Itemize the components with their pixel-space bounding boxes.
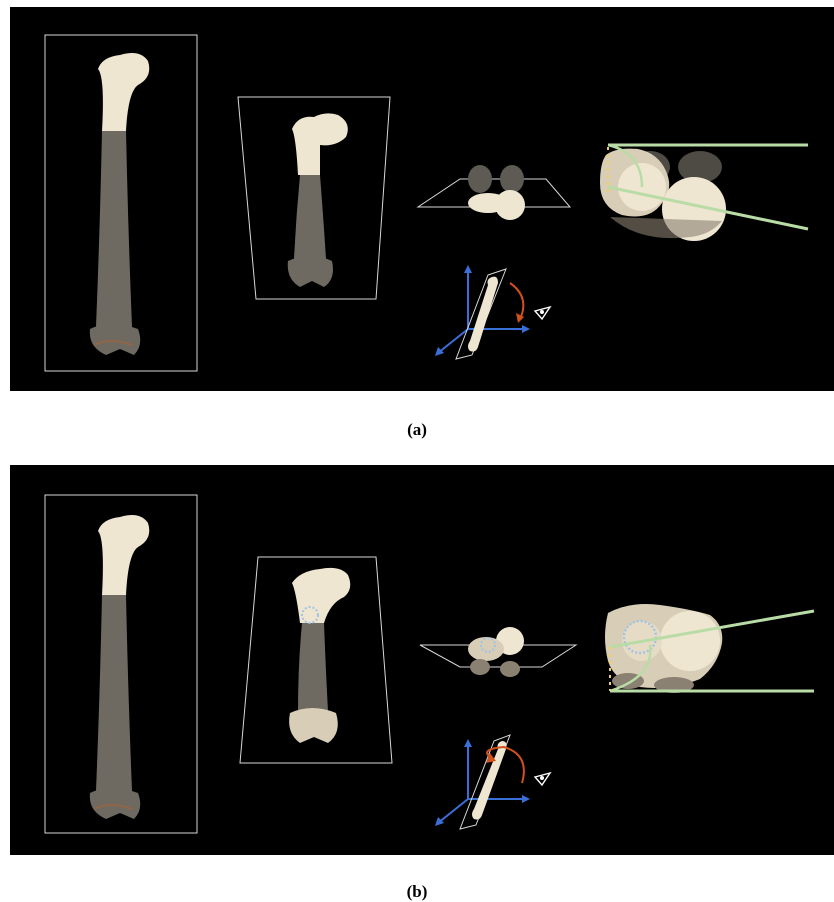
- axis-triad-icon: [435, 265, 530, 359]
- axis-triad-icon: [435, 735, 530, 829]
- enlarged-axial-femur: [600, 149, 726, 241]
- full-femur: [90, 53, 149, 355]
- eye-icon: [535, 773, 550, 785]
- enlarged-axial-femur: [605, 604, 722, 693]
- caption-a: (a): [0, 420, 834, 440]
- panel-a-graphic: [10, 7, 834, 391]
- panel-b-graphic: [10, 465, 834, 855]
- panel-a: [10, 7, 834, 391]
- caption-b: (b): [0, 882, 834, 902]
- panel-b: [10, 465, 834, 855]
- full-femur: [90, 515, 149, 819]
- axial-femur: [468, 627, 524, 677]
- tilted-femur: [288, 113, 348, 287]
- eye-icon: [535, 307, 550, 319]
- axial-femur: [468, 165, 525, 220]
- tilted-femur: [289, 568, 350, 743]
